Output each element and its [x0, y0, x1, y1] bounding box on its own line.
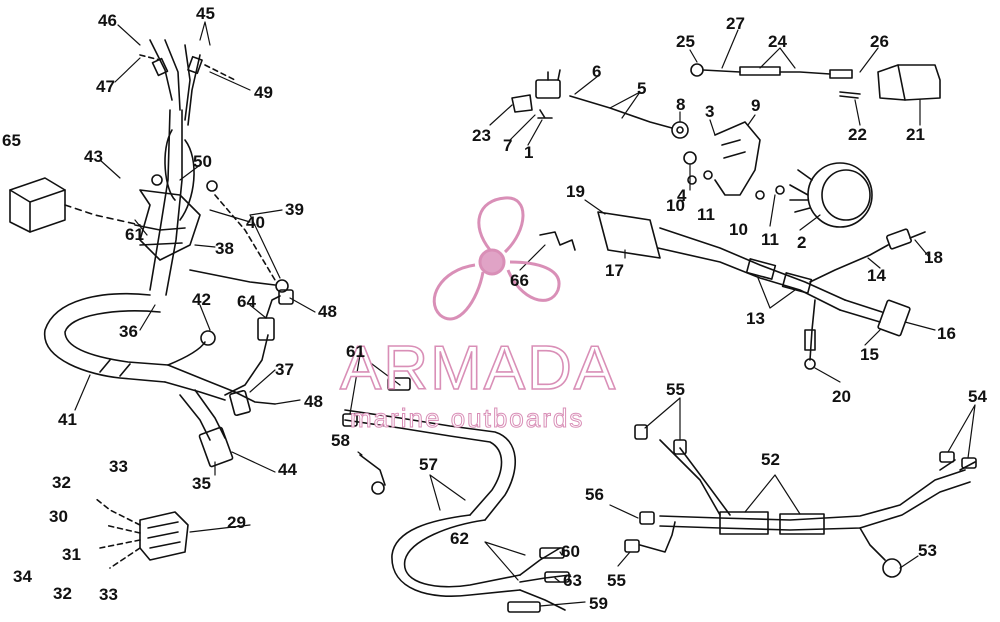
callout-48-lower: 48 [304, 392, 323, 411]
callout-11-right: 11 [761, 230, 779, 249]
callout-64: 64 [237, 292, 256, 311]
callout-13: 13 [746, 309, 765, 328]
callout-18: 18 [924, 248, 943, 267]
callout-36: 36 [119, 322, 138, 341]
callout-33-upper: 33 [109, 457, 128, 476]
callout-11-left: 11 [697, 205, 715, 224]
callout-5: 5 [637, 79, 647, 98]
callout-8: 8 [676, 95, 686, 114]
callout-63: 63 [563, 571, 582, 590]
callout-9: 9 [751, 96, 761, 115]
callout-24: 24 [768, 32, 787, 51]
gauge-bracket-drawing [683, 121, 873, 228]
callout-1: 1 [524, 143, 534, 162]
callout-20: 20 [832, 387, 851, 406]
callout-10-right: 10 [729, 220, 748, 239]
callout-17: 17 [605, 261, 624, 280]
callout-33-lower: 33 [99, 585, 118, 604]
callout-7: 7 [503, 136, 513, 155]
callout-46: 46 [98, 11, 117, 30]
callout-22: 22 [848, 125, 867, 144]
callout-15: 15 [860, 345, 879, 364]
callout-29: 29 [227, 513, 246, 532]
callout-6: 6 [592, 62, 602, 81]
callout-42: 42 [192, 290, 211, 309]
callout-43: 43 [84, 147, 103, 166]
callout-38: 38 [215, 239, 234, 258]
callout-32-upper: 32 [52, 473, 71, 492]
callout-53: 53 [918, 541, 937, 560]
callout-30: 30 [49, 507, 68, 526]
callout-19: 19 [566, 182, 585, 201]
key-switch-connector-drawing [94, 497, 189, 569]
callout-34: 34 [13, 567, 32, 586]
callout-3: 3 [705, 102, 715, 121]
callout-23: 23 [472, 126, 491, 145]
callout-32-lower: 32 [53, 584, 72, 603]
callout-54: 54 [968, 387, 987, 406]
callout-61-lower: 61 [346, 342, 365, 361]
callout-58: 58 [331, 431, 350, 450]
callout-40: 40 [246, 213, 265, 232]
logo-tagline: marine outboards [349, 403, 585, 434]
callout-26: 26 [870, 32, 889, 51]
instrument-harness-drawing [597, 211, 926, 370]
callout-31: 31 [62, 545, 81, 564]
callout-35: 35 [192, 474, 211, 493]
logo-wordmark: ARMADA [339, 333, 618, 404]
callout-55-upper: 55 [666, 380, 685, 399]
callout-41: 41 [58, 410, 77, 429]
callout-66: 66 [510, 271, 529, 290]
callout-47: 47 [96, 77, 115, 96]
callout-37: 37 [275, 360, 294, 379]
callout-52: 52 [761, 450, 780, 469]
callout-50: 50 [193, 152, 212, 171]
trim-sender-lead-drawing [690, 63, 941, 101]
callout-25: 25 [676, 32, 695, 51]
callout-16: 16 [937, 324, 956, 343]
callout-57: 57 [419, 455, 438, 474]
callout-2: 2 [797, 233, 807, 252]
callout-62: 62 [450, 529, 469, 548]
callout-27: 27 [726, 14, 745, 33]
callout-14: 14 [867, 266, 886, 285]
callout-48-upper: 48 [318, 302, 337, 321]
callout-56: 56 [585, 485, 604, 504]
callout-60: 60 [561, 542, 580, 561]
callout-21: 21 [906, 125, 925, 144]
propeller-logo-icon [432, 196, 561, 321]
leader-lines [74, 21, 976, 607]
left-harness-drawing [9, 39, 294, 468]
callout-65: 65 [2, 131, 21, 150]
callout-59: 59 [589, 594, 608, 613]
callout-61: 61 [125, 225, 144, 244]
callout-45: 45 [196, 4, 215, 23]
callout-55-lower: 55 [607, 571, 626, 590]
callout-44: 44 [278, 460, 297, 479]
callout-39: 39 [285, 200, 304, 219]
callout-49: 49 [254, 83, 273, 102]
clip-drawing [539, 231, 576, 251]
callout-10-left: 10 [666, 196, 685, 215]
callout-4: 4 [677, 186, 687, 205]
